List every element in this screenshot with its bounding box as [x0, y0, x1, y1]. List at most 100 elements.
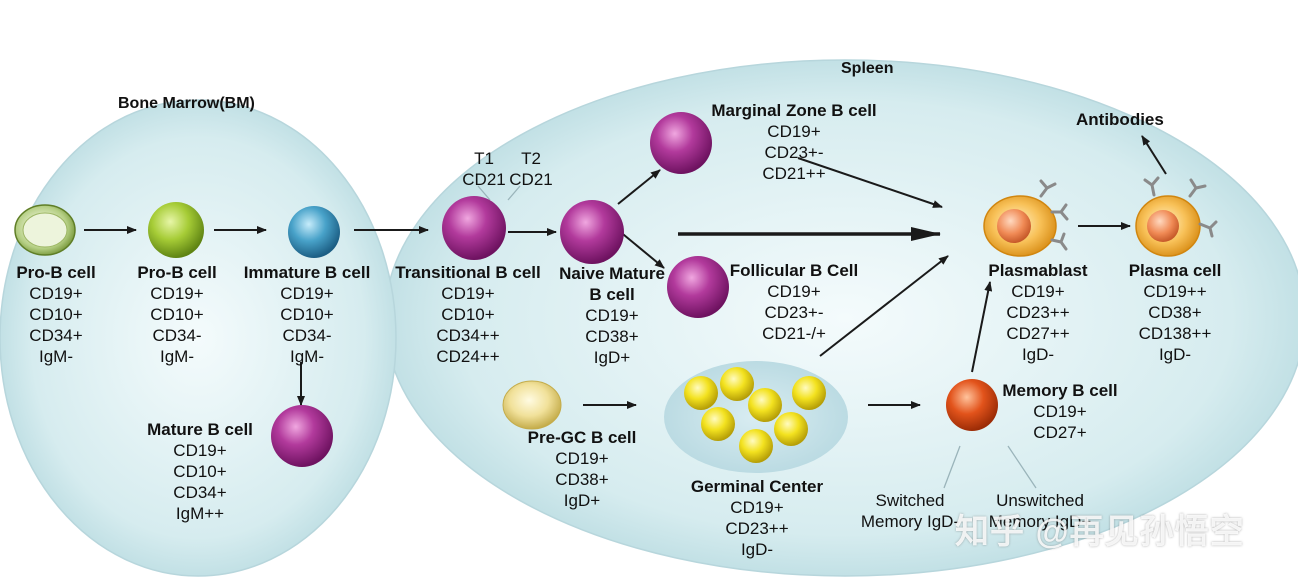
transitional-b-cell-icon [442, 196, 506, 260]
subset-line-2: Memory IgD+ [988, 512, 1092, 531]
marker: CD34- [152, 326, 202, 345]
pro-b-cell-2-label: Pro-B cell CD19+ CD10+ CD34- IgM- [121, 262, 233, 367]
marker: IgD+ [593, 348, 631, 367]
t1-leader-line [477, 185, 491, 201]
subset-marker: CD21 [509, 170, 553, 189]
marker: CD24++ [436, 347, 500, 366]
arrow-naive-to-follicular [617, 229, 665, 269]
pro-b-cell-1-label: Pro-B cell CD19+ CD10+ CD34+ IgM- [0, 262, 112, 367]
pre-gc-b-cell-icon [502, 380, 562, 430]
marker: CD19+ [1011, 282, 1065, 301]
unswitched-leader-line [1007, 445, 1037, 489]
marker: CD34++ [436, 326, 500, 345]
marker: CD19+ [1033, 402, 1087, 421]
naive-mature-b-cell-label: Naive Mature B cell CD19+ CD38+ IgD+ [552, 263, 672, 368]
marker: CD23++ [725, 519, 789, 538]
mature-b-cell-label: Mature B cell CD19+ CD10+ CD34+ IgM++ [140, 419, 260, 524]
mature-b-cell-icon [271, 405, 333, 467]
marker: IgD+ [563, 491, 601, 510]
marginal-zone-b-cell-icon [650, 112, 712, 174]
marker: CD19+ [441, 284, 495, 303]
marker: CD19+ [29, 284, 83, 303]
subset-name: T1 [474, 149, 494, 168]
t2-label: T2 CD21 [507, 148, 555, 190]
follicular-b-cell-icon [667, 256, 729, 318]
plasma-cell-label: Plasma cell CD19++ CD38+ CD138++ IgD- [1118, 260, 1232, 365]
marker: CD23+- [764, 143, 824, 162]
arrow-follicular-to-plasmablast [819, 255, 949, 357]
marker: CD19+ [150, 284, 204, 303]
cell-name: Mature B cell [147, 420, 253, 439]
marker: CD19+ [555, 449, 609, 468]
cell-name: Plasmablast [988, 261, 1088, 280]
arrow-naive-to-marginal [617, 169, 661, 205]
subset-line-2: Memory IgD- [860, 512, 960, 531]
follicular-b-cell-label: Follicular B Cell CD19+ CD23+- CD21-/+ [726, 260, 862, 344]
marker: CD38+ [555, 470, 609, 489]
marker: CD34+ [29, 326, 83, 345]
cell-name: Memory B cell [1002, 381, 1118, 400]
cell-name: Pre-GC B cell [527, 428, 637, 447]
pro-b-cell-2-icon [148, 202, 204, 258]
plasmablast-icon [983, 179, 1069, 257]
cell-name: Pro-B cell [16, 263, 96, 282]
marker: CD10+ [280, 305, 334, 324]
cell-name: Immature B cell [243, 263, 371, 282]
cell-name-line-2: B cell [589, 285, 635, 304]
subset-marker: CD21 [462, 170, 506, 189]
marker: CD19++ [1143, 282, 1207, 301]
unswitched-memory-label: Unswitched Memory IgD+ [982, 490, 1098, 532]
plasmablast-label: Plasmablast CD19+ CD23++ CD27++ IgD- [976, 260, 1100, 365]
marker: CD21++ [762, 164, 826, 183]
subset-line-1: Unswitched [996, 491, 1084, 510]
pre-gc-b-cell-label: Pre-GC B cell CD19+ CD38+ IgD+ [522, 427, 642, 511]
marker: CD19+ [585, 306, 639, 325]
marker: CD38+ [585, 327, 639, 346]
marginal-zone-b-cell-label: Marginal Zone B cell CD19+ CD23+- CD21++ [704, 100, 884, 184]
marker: CD23+- [764, 303, 824, 322]
switched-memory-label: Switched Memory IgD- [852, 490, 968, 532]
memory-b-cell-label: Memory B cell CD19+ CD27+ [998, 380, 1122, 443]
cell-name: Germinal Center [690, 477, 824, 496]
cell-name: Marginal Zone B cell [711, 101, 877, 120]
t2-leader-line [507, 185, 521, 201]
marker: CD34- [282, 326, 332, 345]
watermark-text: 知乎 @再见孙悟空 [955, 513, 1245, 551]
marker: CD19+ [767, 282, 821, 301]
naive-mature-b-cell-icon [560, 200, 624, 264]
immature-b-cell-label: Immature B cell CD19+ CD10+ CD34- IgM- [236, 262, 378, 367]
immature-b-cell-icon [288, 206, 340, 258]
bone-marrow-title: Bone Marrow(BM) [118, 95, 255, 112]
marker: IgD- [1158, 345, 1192, 364]
marker: CD10+ [441, 305, 495, 324]
marker: CD19+ [767, 122, 821, 141]
cell-name-line-1: Naive Mature [559, 264, 665, 283]
germinal-center-cells [684, 367, 826, 463]
marker: CD10+ [150, 305, 204, 324]
cell-name: Transitional B cell [395, 263, 541, 282]
subset-line-1: Switched [875, 491, 945, 510]
switched-leader-line [943, 445, 961, 489]
spleen-title: Spleen [841, 60, 894, 77]
marker: IgM- [39, 347, 73, 366]
arrow-memory-to-plasmablast [971, 281, 993, 373]
germinal-center-label: Germinal Center CD19+ CD23++ IgD- [684, 476, 830, 560]
marker: CD10+ [29, 305, 83, 324]
marker: IgD- [740, 540, 774, 559]
subset-name: T2 [521, 149, 541, 168]
t1-label: T1 CD21 [460, 148, 508, 190]
marker: IgM- [160, 347, 194, 366]
marker: CD21-/+ [762, 324, 826, 343]
marker: IgD- [1021, 345, 1055, 364]
marker: IgM++ [175, 504, 225, 523]
arrow-marginal-to-plasmablast [797, 157, 943, 208]
marker: CD10+ [173, 462, 227, 481]
marker: CD27+ [1033, 423, 1087, 442]
plasma-cell-icon [1135, 176, 1218, 257]
marker: CD34+ [173, 483, 227, 502]
cell-name: Plasma cell [1128, 261, 1222, 280]
marker: IgM- [290, 347, 324, 366]
antibodies-label: Antibodies [1076, 110, 1164, 129]
